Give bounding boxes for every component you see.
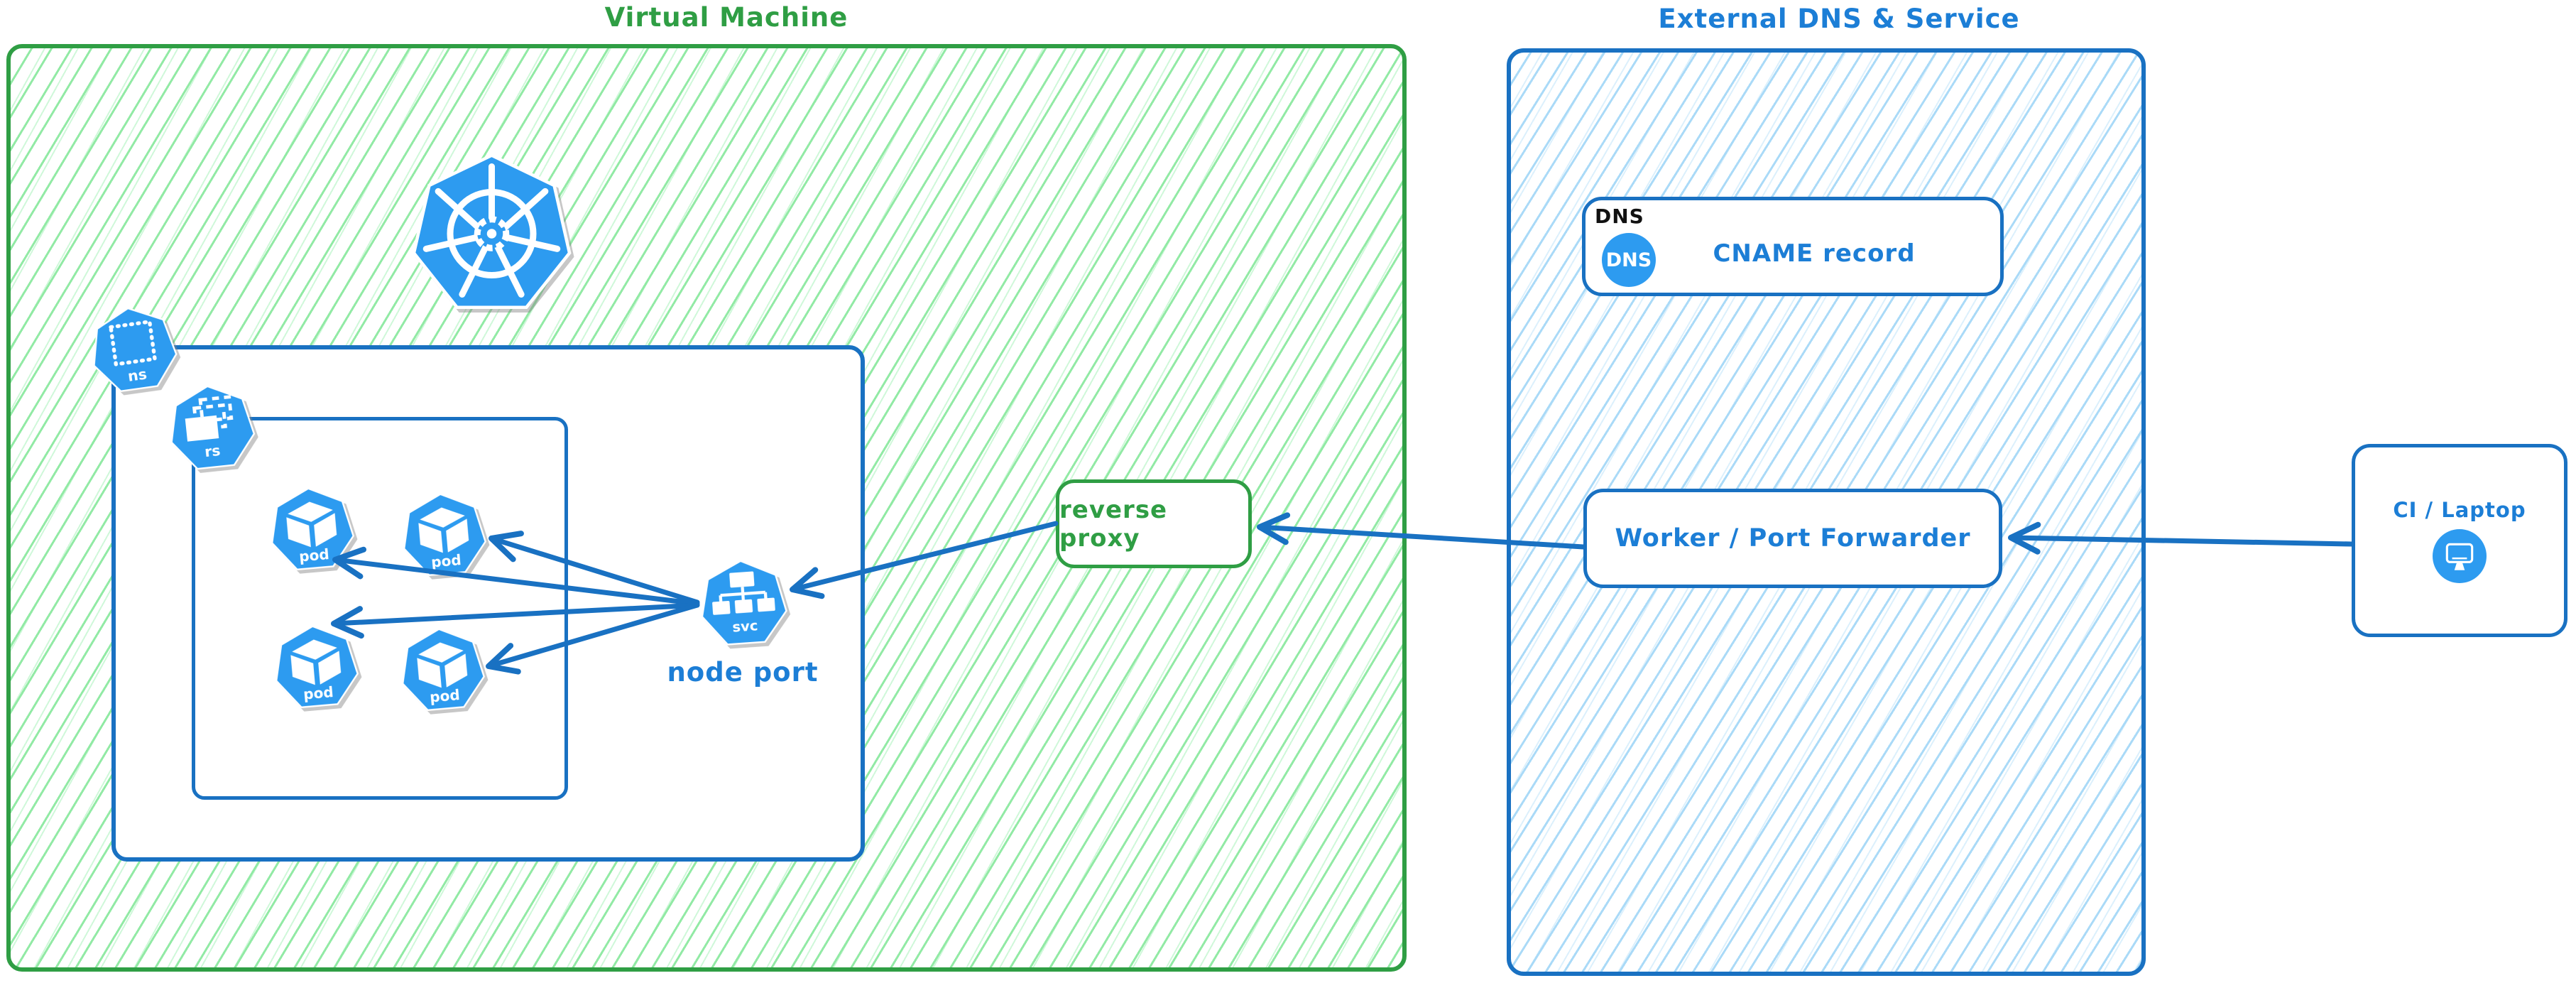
pod-2-icon: pod <box>398 488 489 579</box>
node-port-caption: node port <box>667 657 819 688</box>
worker-port-forwarder-box: Worker / Port Forwarder <box>1583 489 2002 588</box>
ci-laptop-box: CI / Laptop <box>2352 444 2567 637</box>
pod-2-label: pod <box>430 551 462 571</box>
kubernetes-logo-icon <box>412 151 572 310</box>
ci-laptop-label: CI / Laptop <box>2393 498 2526 522</box>
replicaset-icon-label: rs <box>204 442 222 460</box>
namespace-icon: ns <box>85 300 182 396</box>
pod-4-icon: pod <box>397 623 488 714</box>
replicaset-boundary-box <box>192 417 568 800</box>
monitor-icon <box>2433 529 2487 583</box>
replicaset-icon: rs <box>165 379 258 473</box>
reverse-proxy-box: reverse proxy <box>1056 479 1252 568</box>
service-nodeport-icon: svc <box>697 555 790 648</box>
pod-3-label: pod <box>302 683 334 703</box>
external-dns-service-title: External DNS & Service <box>1658 4 2020 34</box>
pod-3-icon: pod <box>271 620 361 711</box>
namespace-icon-label: ns <box>127 365 148 384</box>
pod-1-label: pod <box>298 545 329 565</box>
virtual-machine-title: Virtual Machine <box>604 2 848 33</box>
dns-badge-label: DNS <box>1605 249 1652 271</box>
pod-4-label: pod <box>429 686 460 706</box>
dns-badge-icon: DNS <box>1602 233 1656 287</box>
worker-port-forwarder-label: Worker / Port Forwarder <box>1615 524 1971 553</box>
dns-corner-tag: DNS <box>1595 205 1644 228</box>
cname-record-label: CNAME record <box>1713 239 1916 268</box>
service-icon-label: svc <box>732 617 758 635</box>
pod-1-icon: pod <box>266 482 357 573</box>
reverse-proxy-label: reverse proxy <box>1059 495 1168 553</box>
